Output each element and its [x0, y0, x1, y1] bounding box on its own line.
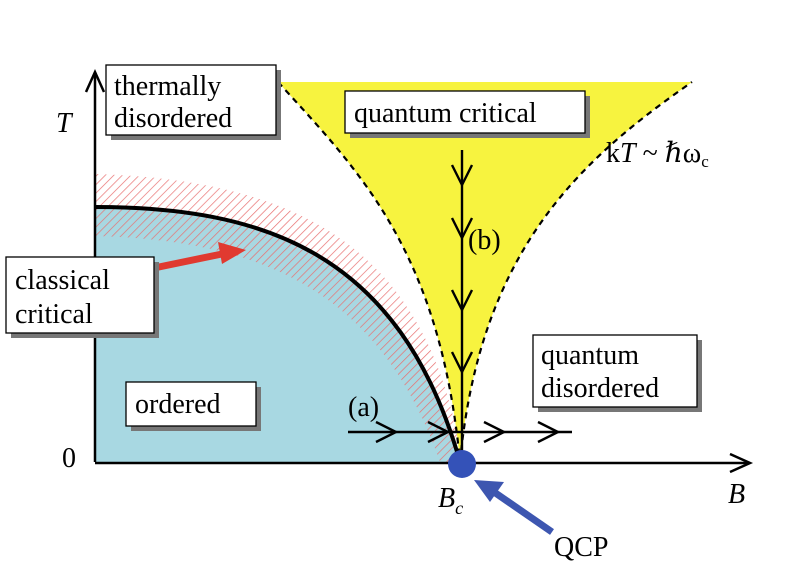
svg-text:quantum: quantum	[541, 340, 639, 371]
svg-text:ordered: ordered	[135, 389, 221, 420]
origin-label: 0	[62, 443, 76, 474]
svg-text:thermally: thermally	[114, 71, 221, 102]
quantum-critical-label: quantum critical	[344, 90, 590, 138]
thermally-disordered-label: thermally disordered	[105, 64, 281, 140]
qcp-label: QCP	[554, 532, 608, 563]
critical-field-label: Bc	[438, 483, 463, 518]
svg-text:classical: classical	[15, 265, 110, 296]
crossover-line-right	[458, 81, 693, 463]
path-b-label: (b)	[468, 225, 501, 256]
svg-text:disordered: disordered	[541, 373, 659, 404]
quantum-critical-region	[278, 82, 692, 462]
classical-pointer-arrow	[153, 242, 246, 272]
svg-text:critical: critical	[15, 299, 93, 330]
path-a-label: (a)	[348, 392, 379, 423]
y-axis-arrowhead	[84, 68, 106, 93]
phase-boundary-line	[94, 205, 462, 463]
y-axis-label: T	[56, 108, 74, 139]
path-b	[450, 150, 474, 452]
qcp-pointer-arrow	[474, 480, 554, 535]
svg-text:quantum critical: quantum critical	[354, 98, 537, 129]
path-a	[348, 420, 572, 444]
qcp-dot	[448, 450, 476, 478]
x-axis-arrowhead	[729, 452, 754, 474]
ordered-label: ordered	[125, 381, 261, 431]
classical-critical-label: classical critical	[5, 256, 159, 338]
crossover-line-left	[277, 81, 462, 463]
quantum-disordered-label: quantum disordered	[532, 334, 702, 412]
x-axis-label: B	[728, 479, 745, 510]
crossover-formula: kT ~ ℏωc	[606, 138, 709, 171]
svg-text:disordered: disordered	[114, 103, 232, 134]
